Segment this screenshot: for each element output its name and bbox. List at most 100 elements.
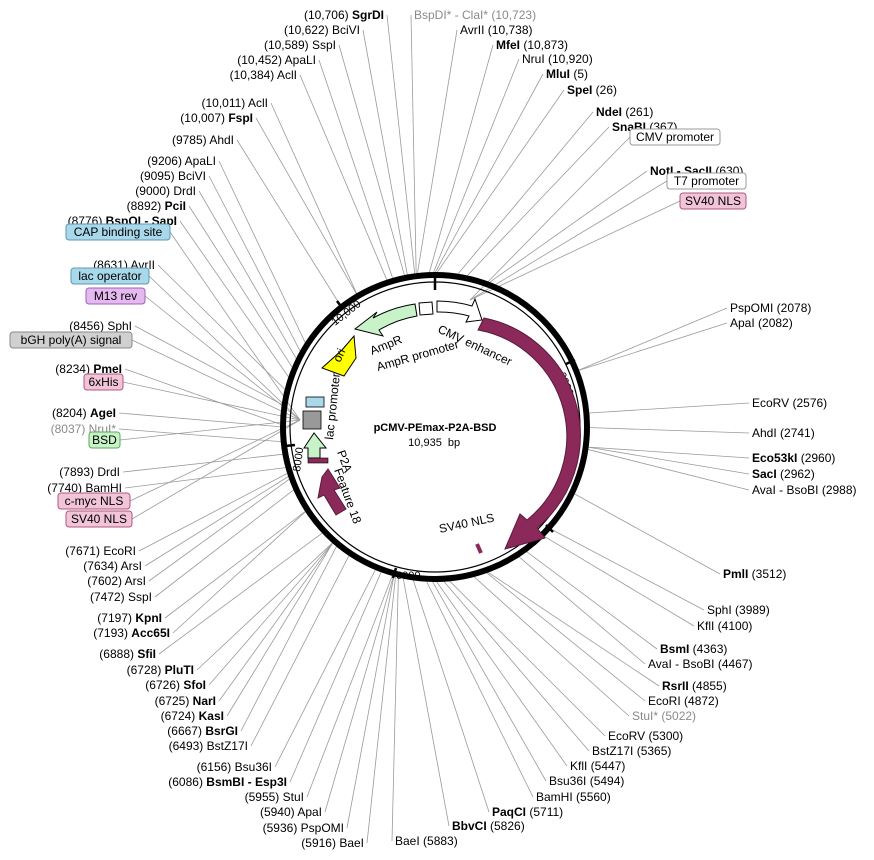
feature-pill[interactable]: SV40 NLS <box>65 510 133 528</box>
enzyme-name: Bsu36I <box>235 760 272 774</box>
enzyme-site-label[interactable]: SpeI (26) <box>567 83 617 97</box>
site-leader <box>519 556 646 665</box>
enzyme-site-label[interactable]: Bsu36I (5494) <box>549 774 624 788</box>
ampr-promoter-feature[interactable] <box>418 301 434 316</box>
feature-pill[interactable]: c-myc NLS <box>57 492 131 510</box>
enzyme-location: (4855) <box>689 679 727 693</box>
enzyme-site-label[interactable]: (7472) SspI <box>90 590 152 604</box>
enzyme-site-label[interactable]: AvaI - BsoBI (4467) <box>648 657 753 671</box>
enzyme-site-label[interactable]: EcoRV (5300) <box>608 729 683 743</box>
enzyme-site-label[interactable]: BbvCI (5826) <box>452 819 525 833</box>
enzyme-site-label[interactable]: (10,589) SspI <box>264 38 336 52</box>
enzyme-site-label[interactable]: (6493) BstZ17I <box>169 739 248 753</box>
enzyme-site-label[interactable]: (7740) BamHI <box>47 481 122 495</box>
enzyme-site-label[interactable]: EcoRI (4872) <box>648 694 719 708</box>
enzyme-site-label[interactable]: BamHI (5560) <box>536 790 611 804</box>
enzyme-site-label[interactable]: NdeI (261) <box>596 105 653 119</box>
enzyme-site-label[interactable]: (10,706) SgrDI <box>304 8 384 22</box>
enzyme-site-label[interactable]: (7602) ArsI <box>87 574 146 588</box>
enzyme-site-label[interactable]: (6888) SfiI <box>99 647 156 661</box>
enzyme-location: (6724) <box>161 709 199 723</box>
enzyme-site-label[interactable]: (7197) KpnI <box>97 611 162 625</box>
enzyme-location: (7472) <box>90 590 128 604</box>
enzyme-site-label[interactable]: (6156) Bsu36I <box>197 760 272 774</box>
feature-pill[interactable]: bGH poly(A) signal <box>9 331 133 349</box>
enzyme-site-label[interactable]: PaqCI (5711) <box>492 805 563 819</box>
enzyme-site-label[interactable]: AvrII (10,738) <box>460 23 532 37</box>
enzyme-site-label[interactable]: BsmI (4363) <box>660 642 727 656</box>
feature-pill[interactable]: 6xHis <box>83 373 124 391</box>
enzyme-site-label[interactable]: (9095) BciVI <box>140 169 206 183</box>
enzyme-site-label[interactable]: (7893) DrdI <box>59 465 120 479</box>
enzyme-site-label[interactable]: EcoRV (2576) <box>752 396 827 410</box>
enzyme-site-label[interactable]: KflI (5447) <box>570 759 625 773</box>
enzyme-site-label[interactable]: NruI (10,920) <box>522 52 593 66</box>
enzyme-site-label[interactable]: RsrII (4855) <box>662 679 727 693</box>
enzyme-site-label[interactable]: (6726) SfoI <box>145 678 206 692</box>
enzyme-site-label[interactable]: (5916) BaeI <box>301 836 364 850</box>
enzyme-site-label[interactable]: (9000) DrdI <box>135 184 196 198</box>
enzyme-site-label[interactable]: StuI* (5022) <box>632 709 696 723</box>
feature-18[interactable] <box>317 468 347 516</box>
enzyme-site-label[interactable]: (6725) NarI <box>155 694 216 708</box>
enzyme-name: BsrGI <box>205 724 238 738</box>
p2a-feature[interactable] <box>303 432 328 459</box>
enzyme-site-label[interactable]: (8892) PciI <box>127 199 186 213</box>
feature-pill[interactable]: T7 promoter <box>666 172 747 190</box>
enzyme-site-label[interactable]: BaeI (5883) <box>395 834 458 848</box>
enzyme-site-label[interactable]: (8456) SphI <box>69 319 132 333</box>
enzyme-name: MluI <box>546 67 570 81</box>
enzyme-site-label[interactable]: PspOMI (2078) <box>730 301 811 315</box>
enzyme-site-label[interactable]: SphI (3989) <box>707 603 770 617</box>
enzyme-location: (5826) <box>487 819 525 833</box>
ori-feature[interactable] <box>321 334 357 377</box>
enzyme-site-label[interactable]: AhdI (2741) <box>752 426 815 440</box>
enzyme-site-label[interactable]: PmlI (3512) <box>723 567 786 581</box>
enzyme-site-label[interactable]: BstZ17I (5365) <box>592 744 671 758</box>
enzyme-site-label[interactable]: (7193) Acc65I <box>93 626 170 640</box>
enzyme-location: (6493) <box>169 739 207 753</box>
enzyme-location: (6086) <box>168 775 206 789</box>
enzyme-site-label[interactable]: (8204) AgeI <box>52 406 116 420</box>
enzyme-site-label[interactable]: (10,011) AclI <box>202 96 269 110</box>
enzyme-site-label[interactable]: BspDI* - ClaI* (10,723) <box>414 8 536 22</box>
enzyme-site-label[interactable]: (6728) PluTI <box>127 663 194 677</box>
enzyme-name: BbvCI <box>452 819 487 833</box>
enzyme-site-label[interactable]: (10,452) ApaLI <box>237 53 316 67</box>
tick-label-6000: 6000 <box>396 570 420 582</box>
enzyme-site-label[interactable]: (10,007) FspI <box>180 111 253 125</box>
enzyme-site-label[interactable]: ApaI (2082) <box>730 316 793 330</box>
enzyme-site-label[interactable]: (10,384) AclI <box>230 68 297 82</box>
feature-pill[interactable]: CMV promoter <box>629 128 721 146</box>
feature-pill[interactable]: CAP binding site <box>65 223 171 241</box>
feature-pill[interactable]: SV40 NLS <box>679 192 747 210</box>
enzyme-site-label[interactable]: SacI (2962) <box>752 467 815 481</box>
enzyme-site-label[interactable]: (6086) BsmBI - Esp3I <box>168 775 287 789</box>
cas9-feature[interactable] <box>477 317 581 550</box>
enzyme-site-label[interactable]: Eco53kI (2960) <box>752 451 835 465</box>
site-leader <box>157 264 285 390</box>
enzyme-site-label[interactable]: KflI (4100) <box>697 619 752 633</box>
feature-pill[interactable]: M13 rev <box>85 287 146 305</box>
cmv-enhancer-feature[interactable] <box>436 297 483 323</box>
enzyme-site-label[interactable]: (5940) ApaI <box>260 805 322 819</box>
enzyme-site-label[interactable]: MfeI (10,873) <box>496 38 568 52</box>
enzyme-site-label[interactable]: AvaI - BsoBI (2988) <box>752 483 857 497</box>
enzyme-site-label[interactable]: (6724) KasI <box>161 709 224 723</box>
enzyme-site-label[interactable]: (8234) PmeI <box>55 362 122 376</box>
enzyme-site-label[interactable]: (7634) ArsI <box>83 559 142 573</box>
enzyme-site-label[interactable]: (9785) AhdI <box>172 133 234 147</box>
enzyme-site-label[interactable]: (9206) ApaLI <box>147 154 216 168</box>
feature-pill[interactable]: BSD <box>88 431 121 449</box>
enzyme-site-label[interactable]: (5955) StuI <box>245 790 304 804</box>
ampr-feature[interactable] <box>353 303 418 337</box>
enzyme-site-label[interactable]: (7671) EcoRI <box>65 544 136 558</box>
enzyme-site-label[interactable]: (10,622) BciVI <box>284 23 360 37</box>
enzyme-site-label[interactable]: (5936) PspOMI <box>263 821 344 835</box>
enzyme-name: SphI <box>107 319 132 333</box>
enzyme-location: (4467) <box>714 657 752 671</box>
enzyme-site-label[interactable]: MluI (5) <box>546 67 588 81</box>
enzyme-name: KflI <box>697 619 714 633</box>
feature-pill[interactable]: lac operator <box>70 267 150 285</box>
enzyme-site-label[interactable]: (6667) BsrGI <box>167 724 238 738</box>
